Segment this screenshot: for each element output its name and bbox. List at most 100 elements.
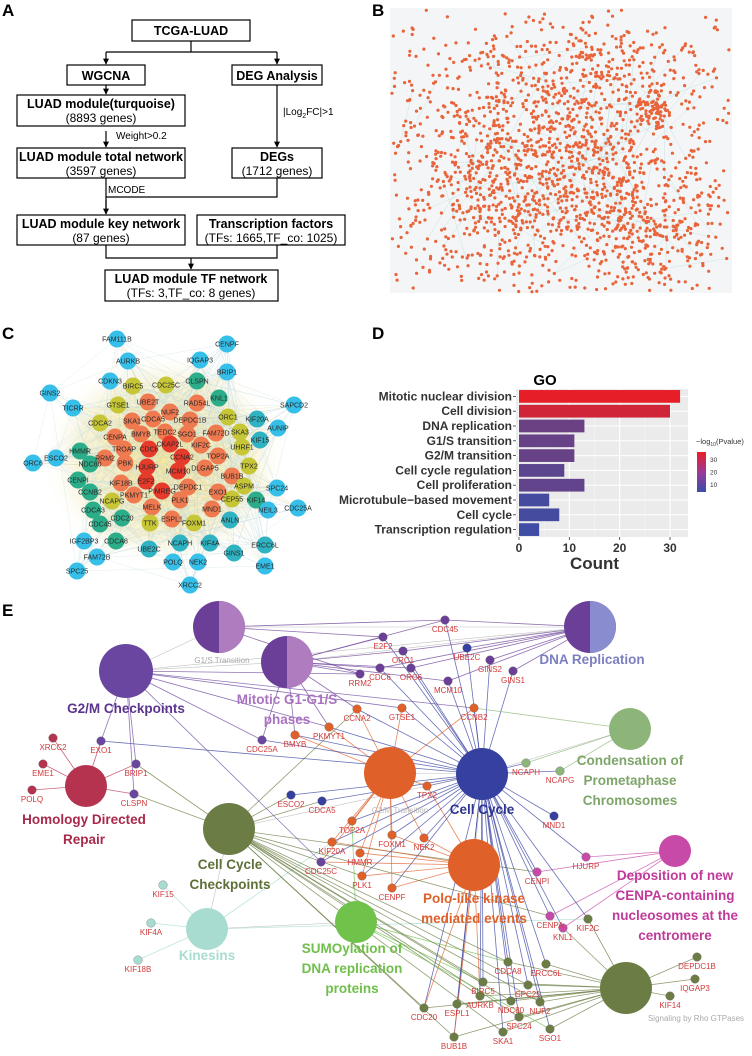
- gene-circle[interactable]: [355, 848, 365, 858]
- network-node: [589, 72, 593, 76]
- network-node: [438, 261, 442, 265]
- network-node: [492, 222, 496, 226]
- legend-tick-label: 30: [710, 457, 718, 464]
- network-node: [663, 192, 667, 196]
- gene-circle[interactable]: [327, 837, 337, 847]
- network-node: [540, 95, 544, 99]
- gene-circle[interactable]: [443, 676, 453, 686]
- gene-circle[interactable]: [257, 735, 267, 745]
- network-node: [619, 35, 623, 39]
- gene-circle[interactable]: [316, 857, 326, 867]
- gene-circle[interactable]: [452, 999, 462, 1009]
- gene-circle[interactable]: [440, 615, 450, 625]
- term-node[interactable]: [659, 835, 691, 867]
- gene-circle[interactable]: [549, 811, 559, 821]
- network-node: [474, 171, 478, 175]
- term-node[interactable]: [600, 962, 652, 1014]
- gene-circle[interactable]: [558, 923, 568, 933]
- gene-label: CDC25A: [246, 745, 278, 754]
- gene-circle[interactable]: [498, 1027, 508, 1037]
- term-node[interactable]: [99, 644, 153, 698]
- gene-circle[interactable]: [485, 655, 495, 665]
- term-node[interactable]: [186, 908, 228, 950]
- gene-circle[interactable]: [535, 997, 545, 1007]
- term-node[interactable]: [456, 748, 508, 800]
- gene-circle[interactable]: [581, 852, 591, 862]
- gene-circle[interactable]: [462, 643, 472, 653]
- gene-circle[interactable]: [475, 991, 485, 1001]
- term-node[interactable]: [564, 601, 616, 653]
- gene-circle[interactable]: [133, 955, 143, 965]
- network-edge: [96, 556, 191, 586]
- network-node: [502, 156, 506, 160]
- term-node[interactable]: [448, 839, 500, 891]
- term-node[interactable]: [193, 601, 245, 653]
- term-node[interactable]: [335, 901, 377, 943]
- gene-circle[interactable]: [96, 736, 106, 746]
- gene-circle[interactable]: [357, 871, 367, 881]
- gene-circle[interactable]: [317, 796, 327, 806]
- network-node: [485, 160, 489, 164]
- network-node: [614, 162, 618, 166]
- gene-circle[interactable]: [583, 914, 593, 924]
- network-node: [492, 47, 496, 51]
- gene-circle[interactable]: [665, 991, 675, 1001]
- term-node[interactable]: [261, 636, 313, 688]
- network-node: [636, 236, 640, 240]
- gene-circle[interactable]: [521, 758, 531, 768]
- gene-circle[interactable]: [503, 957, 513, 967]
- gene-circle[interactable]: [378, 632, 388, 642]
- gene-circle[interactable]: [422, 781, 432, 791]
- gene-circle[interactable]: [532, 867, 542, 877]
- network-node: [458, 218, 462, 222]
- gene-circle[interactable]: [397, 703, 407, 713]
- gene-circle[interactable]: [355, 669, 365, 679]
- gene-circle[interactable]: [406, 663, 416, 673]
- gene-circle[interactable]: [387, 830, 397, 840]
- gene-circle[interactable]: [38, 759, 48, 769]
- term-node[interactable]: [203, 803, 255, 855]
- gene-circle[interactable]: [692, 952, 702, 962]
- gene-circle[interactable]: [27, 785, 37, 795]
- network-node: [688, 264, 692, 268]
- gene-circle[interactable]: [347, 816, 357, 826]
- network-edge: [622, 212, 640, 267]
- gene-node-label: CDKN3: [98, 379, 122, 386]
- gene-circle[interactable]: [690, 974, 700, 984]
- gene-circle[interactable]: [48, 733, 58, 743]
- network-node: [583, 254, 587, 258]
- gene-circle[interactable]: [419, 1003, 429, 1013]
- gene-circle[interactable]: [449, 1032, 459, 1042]
- gene-circle[interactable]: [131, 759, 141, 769]
- gene-circle[interactable]: [129, 789, 139, 799]
- gene-circle[interactable]: [146, 918, 156, 928]
- gene-circle[interactable]: [469, 703, 479, 713]
- network-node: [579, 26, 583, 30]
- gene-circle[interactable]: [290, 730, 300, 740]
- term-node[interactable]: [609, 708, 651, 750]
- gene-circle[interactable]: [514, 1012, 524, 1022]
- term-node[interactable]: [65, 765, 107, 807]
- gene-circle[interactable]: [545, 911, 555, 921]
- gene-circle[interactable]: [324, 722, 334, 732]
- gene-circle[interactable]: [545, 1024, 555, 1034]
- gene-circle[interactable]: [352, 704, 362, 714]
- gene-circle[interactable]: [419, 833, 429, 843]
- gene-node-label: PBK: [118, 461, 132, 468]
- gene-circle[interactable]: [398, 646, 408, 656]
- gene-circle[interactable]: [506, 996, 516, 1006]
- network-node: [622, 59, 626, 63]
- gene-circle[interactable]: [286, 790, 296, 800]
- gene-circle[interactable]: [387, 883, 397, 893]
- gene-circle[interactable]: [508, 666, 518, 676]
- gene-term-edge: [481, 773, 541, 1003]
- gene-circle[interactable]: [555, 766, 565, 776]
- gene-circle[interactable]: [375, 663, 385, 673]
- network-edge: [653, 151, 698, 225]
- gene-circle[interactable]: [478, 977, 488, 987]
- term-node[interactable]: [364, 747, 416, 799]
- network-node: [517, 264, 522, 268]
- gene-circle[interactable]: [523, 980, 533, 990]
- gene-circle[interactable]: [158, 880, 168, 890]
- gene-circle[interactable]: [541, 959, 551, 969]
